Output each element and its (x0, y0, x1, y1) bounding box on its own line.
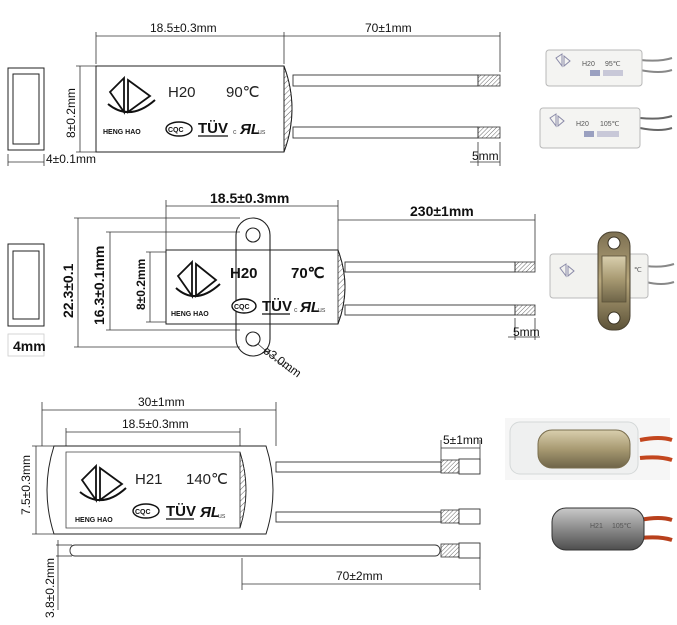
length-label: 18.5±0.3mm (150, 21, 217, 35)
lead-wire-top (275, 461, 442, 473)
stripped-end-bottom (440, 509, 460, 524)
hh-logo-icon (175, 259, 221, 299)
length-label: 18.5±0.3mm (210, 190, 289, 206)
temperature-label: 140℃ (186, 471, 228, 488)
stripped-end-top (477, 74, 501, 87)
brand-name: HENG HAO (103, 129, 141, 136)
svg-text:CQC: CQC (234, 304, 250, 311)
sleeve-label: 3.8±0.2mm (43, 558, 57, 618)
epoxy-end (283, 65, 293, 153)
photo-temp-label: ℃ (634, 267, 642, 274)
mount-hole-bottom (245, 331, 261, 347)
length-label: 18.5±0.3mm (122, 417, 189, 431)
photo-bracket-part: ℃ (549, 231, 675, 331)
svg-text:CQC: CQC (168, 127, 184, 134)
svg-text:CQC: CQC (135, 509, 151, 516)
photo-temp-label: 105℃ (612, 523, 632, 530)
model-label: H20 (168, 84, 196, 101)
photo-model-label: H20 (582, 61, 595, 68)
hh-logo-icon (79, 463, 127, 503)
cqc-mark-icon: CQC (231, 298, 257, 314)
svg-text:c: c (294, 307, 298, 314)
svg-text:c: c (233, 129, 237, 136)
lead-wire-bottom (344, 304, 516, 316)
lead-wire-bottom (292, 126, 479, 139)
end-width-label: 4±0.1mm (46, 152, 96, 166)
height-label: 7.5±0.3mm (19, 455, 33, 515)
model-label: H20 (230, 265, 258, 282)
end-view-inner (12, 250, 40, 320)
row-3: 30±1mm 18.5±0.3mm 7.5±0.3mm 5±1mm (19, 395, 673, 618)
lead-length-label: 70±1mm (365, 21, 412, 35)
svg-text:ЯL: ЯL (239, 121, 260, 138)
mounting-bracket (235, 217, 271, 357)
photo-part-95: H20 95℃ (545, 49, 673, 87)
hh-logo-icon (107, 75, 156, 115)
lead-length-label: 230±1mm (410, 203, 474, 219)
mount-hole-top (245, 227, 261, 243)
stripped-end-bottom (514, 304, 536, 316)
tuv-mark-icon: TÜV (198, 120, 228, 137)
strip-length-label: 5±1mm (443, 433, 483, 447)
svg-text:TÜV: TÜV (262, 298, 292, 315)
tuv-mark-icon: TÜV (262, 298, 292, 315)
hole-diameter-label: ø3.0mm (260, 343, 304, 380)
stripped-end-top (440, 459, 460, 474)
hole-pitch-label: 16.3±0.1mm (91, 246, 107, 325)
strip-length-label: 5mm (513, 325, 540, 339)
side-view-lead (69, 544, 441, 557)
stripped-end-bottom (477, 126, 501, 139)
svg-text:us: us (258, 129, 266, 136)
row-2: 4mm 22.3±0.1 16.3±0.1mm 8±0.2mm 18.5±0.3… (7, 190, 675, 380)
epoxy-end (239, 451, 247, 529)
photo-part-105: H20 105℃ (539, 107, 673, 149)
brand-name: HENG HAO (171, 311, 209, 318)
brand-name: HENG HAO (75, 517, 113, 524)
ul-mark-icon: ЯL us (199, 504, 226, 521)
svg-text:us: us (218, 513, 226, 520)
photo-sleeved-part (505, 418, 673, 480)
svg-text:ЯL: ЯL (299, 299, 320, 316)
lead-length-label: 70±2mm (336, 569, 383, 583)
photo-metal-part: H21 105℃ (551, 507, 673, 551)
end-view-inner (12, 73, 40, 145)
svg-text:us: us (318, 307, 326, 314)
ul-mark-icon: c ЯL us (233, 121, 266, 138)
strip-length-label: 5mm (472, 149, 499, 163)
height-label: 8±0.2mm (64, 88, 78, 138)
temperature-label: 90℃ (226, 84, 260, 101)
height-label: 8±0.2mm (134, 259, 148, 310)
cqc-mark-icon: CQC (132, 503, 160, 519)
component-body (95, 65, 293, 153)
row-1: 4±0.1mm 8±0.2mm 18.5±0.3mm 70±1mm 5mm (7, 21, 673, 166)
temperature-label: 70℃ (291, 265, 325, 282)
photo-temp-label: 95℃ (605, 61, 621, 68)
svg-text:TÜV: TÜV (198, 120, 228, 137)
svg-text:ЯL: ЯL (199, 504, 220, 521)
total-length-label: 30±1mm (138, 395, 185, 409)
end-width-label: 4mm (13, 338, 46, 354)
lead-wire-top (292, 74, 479, 87)
svg-text:TÜV: TÜV (166, 503, 196, 520)
photo-model-label: H20 (576, 121, 589, 128)
cqc-mark-icon: CQC (165, 121, 193, 137)
photo-model-label: H21 (590, 523, 603, 530)
epoxy-end (337, 249, 346, 325)
photo-temp-label: 105℃ (600, 121, 620, 128)
ul-mark-icon: c ЯL us (294, 299, 326, 316)
lead-wire-bottom (275, 511, 442, 523)
model-label: H21 (135, 471, 163, 488)
total-height-label: 22.3±0.1 (60, 263, 76, 318)
stripped-end-top (514, 261, 536, 273)
tuv-mark-icon: TÜV (166, 503, 196, 520)
lead-wire-top (344, 261, 516, 273)
